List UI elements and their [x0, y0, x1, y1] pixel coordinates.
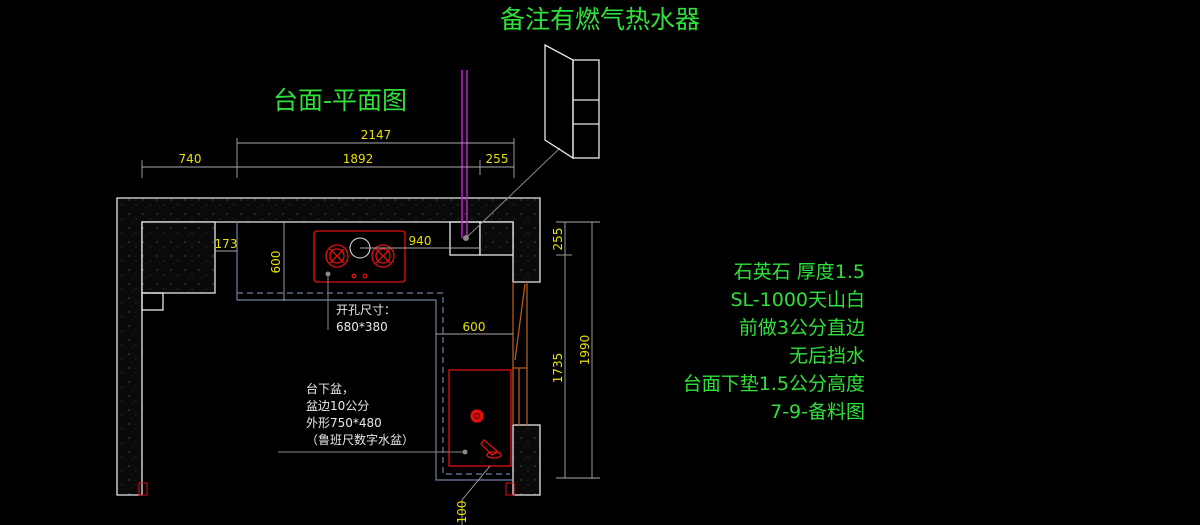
note-line: 无后挡水 [788, 345, 865, 367]
cabinet-side-lines [512, 282, 528, 425]
edge-marks [138, 482, 515, 496]
dim-sink-section: 600 [463, 320, 486, 334]
dim-right-length: 1735 [551, 353, 565, 384]
note-line: SL-1000天山白 [730, 289, 865, 311]
water-heater [544, 43, 600, 160]
dim-right-total: 1990 [578, 335, 592, 366]
gas-stove [313, 230, 406, 283]
remark-title: 备注有燃气热水器 [500, 5, 701, 34]
sink [448, 369, 512, 467]
note-line: 前做3公分直边 [738, 317, 865, 339]
dim-940: 940 [409, 234, 432, 248]
dim-right-width: 255 [486, 152, 509, 166]
material-notes: 石英石 厚度1.5 SL-1000天山白 前做3公分直边 无后挡水 台面下垫1.… [683, 258, 865, 426]
sink-line: 台下盆， [306, 382, 355, 396]
sink-line: 盆边10公分 [306, 399, 370, 413]
gas-pipe [461, 70, 468, 238]
dimension-lines [141, 138, 600, 525]
dim-right-top: 255 [551, 228, 565, 251]
dim-173: 173 [215, 237, 238, 251]
cutout-size: 680*380 [336, 320, 388, 334]
dim-stove-depth: 600 [269, 251, 283, 274]
note-line: 7-9-备料图 [770, 401, 865, 423]
note-line: 石英石 厚度1.5 [733, 261, 865, 283]
leader-line [465, 147, 561, 239]
dim-sink-edge: 100 [455, 501, 469, 524]
cutout-label: 开孔尺寸： [336, 303, 397, 317]
base-cabinet-lines [236, 222, 513, 481]
cutout-annotation: 开孔尺寸： 680*380 [336, 302, 396, 336]
sink-annotation: 台下盆， 盆边10公分 外形750*480 （鲁班尺数字水盆） [306, 381, 414, 449]
sink-line: 外形750*480 [306, 416, 382, 430]
note-line: 台面下垫1.5公分高度 [682, 373, 865, 395]
dim-middle-width: 1892 [343, 152, 374, 166]
sink-line: （鲁班尺数字水盆） [306, 433, 415, 447]
drawing-title: 台面-平面图 [273, 86, 408, 115]
countertop-outline [116, 197, 541, 496]
dim-total-width: 2147 [361, 128, 392, 142]
dim-left-width: 740 [179, 152, 202, 166]
